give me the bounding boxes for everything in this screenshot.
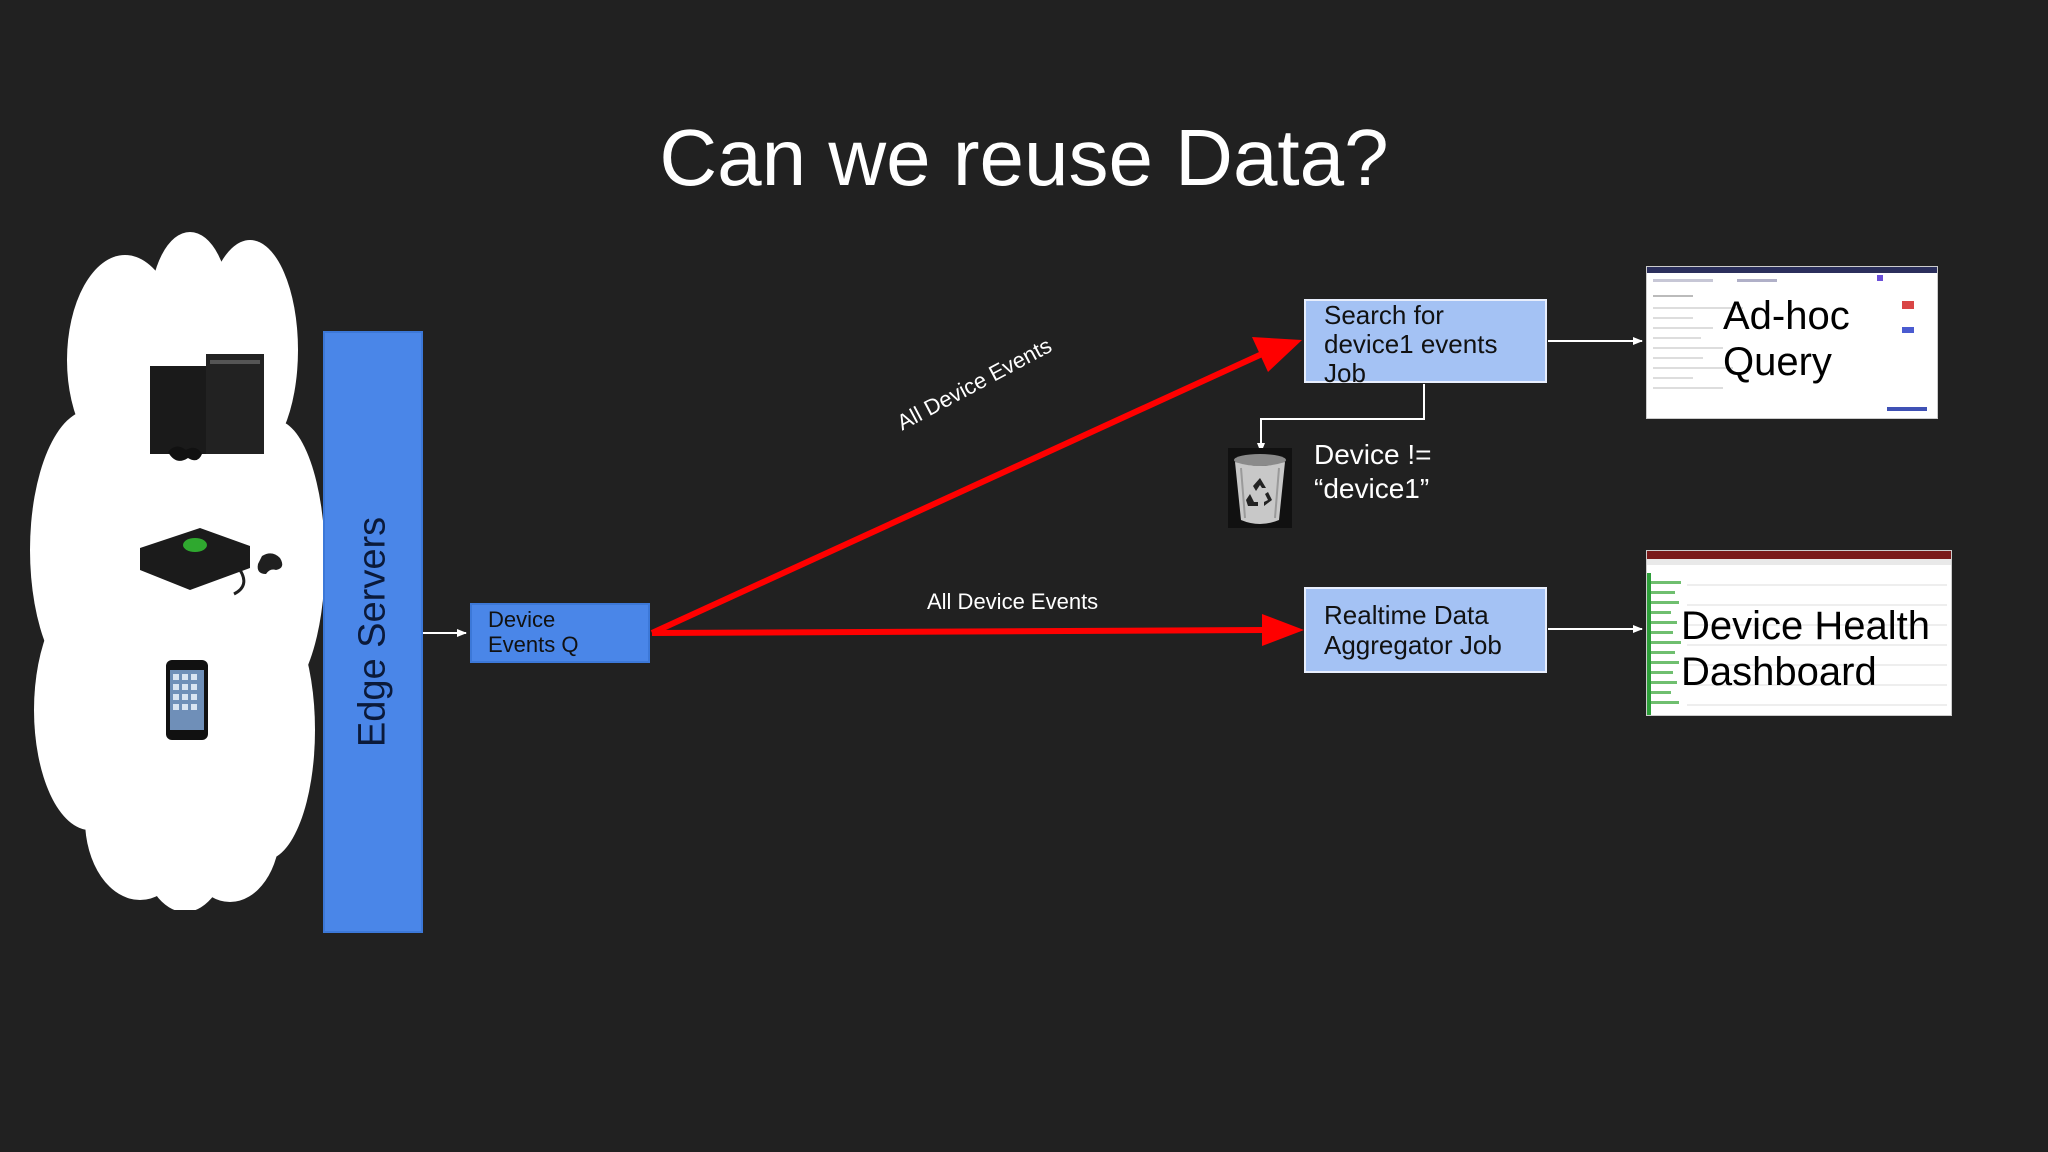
search-job-line1: Search for bbox=[1324, 300, 1444, 330]
queue-label-line1: Device bbox=[488, 607, 556, 632]
edge-servers-box: Edge Servers bbox=[323, 331, 423, 933]
edge-servers-label: Edge Servers bbox=[351, 516, 394, 748]
adhoc-line2: Query bbox=[1723, 340, 1832, 384]
recycle-bin-icon bbox=[1228, 448, 1292, 528]
aggregator-job-line1: Realtime Data bbox=[1324, 600, 1489, 630]
device-health-dashboard-thumbnail: Device Health Dashboard bbox=[1646, 550, 1952, 716]
filter-line1: Device != bbox=[1314, 439, 1432, 470]
search-job-line2: device1 events bbox=[1324, 329, 1498, 360]
upper-flow-label: All Device Events bbox=[892, 332, 1056, 436]
adhoc-line1: Ad-hoc bbox=[1723, 294, 1850, 338]
filter-line2: “device1” bbox=[1314, 473, 1430, 505]
device-cloud bbox=[30, 232, 325, 910]
queue-label-line2: Events Q bbox=[488, 632, 579, 658]
dashboard-screenshot-image bbox=[1647, 551, 1951, 715]
queue-to-aggregator-arrow bbox=[651, 614, 1304, 646]
adhoc-query-label: Ad-hoc Query bbox=[1723, 293, 1850, 385]
aggregator-job-line2: Aggregator Job bbox=[1324, 629, 1502, 660]
filter-condition-text: Device != “device1” bbox=[1314, 438, 1432, 506]
lower-flow-label: All Device Events bbox=[927, 589, 1099, 614]
adhoc-query-thumbnail: Ad-hoc Query bbox=[1646, 266, 1938, 419]
search-job-box: Search for device1 events Job bbox=[1304, 299, 1547, 388]
smartphone-icon bbox=[166, 660, 208, 740]
dashboard-label: Device Health Dashboard bbox=[1681, 603, 1930, 695]
aggregator-job-box: Realtime Data Aggregator Job bbox=[1304, 587, 1547, 673]
slide-title: Can we reuse Data? bbox=[659, 113, 1389, 202]
dashboard-line2: Dashboard bbox=[1681, 650, 1877, 694]
device-events-queue: Device Events Q bbox=[470, 603, 650, 663]
xbox-console-icon bbox=[140, 528, 283, 596]
game-consoles-icon bbox=[150, 354, 264, 461]
dashboard-line1: Device Health bbox=[1681, 604, 1931, 648]
adhoc-screenshot-image bbox=[1647, 267, 1937, 411]
search-job-line3: Job bbox=[1324, 358, 1366, 389]
